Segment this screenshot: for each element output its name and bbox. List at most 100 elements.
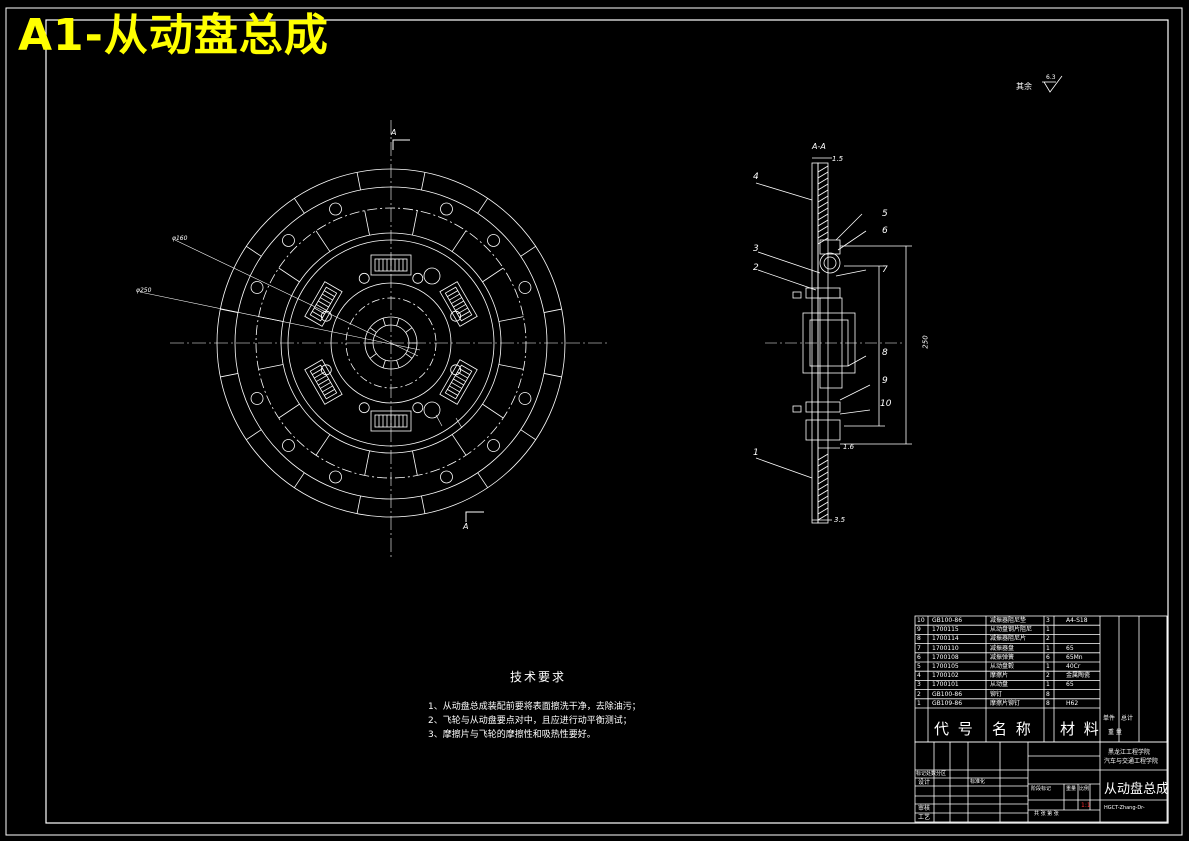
- section-label: A-A: [812, 142, 826, 151]
- bom-cell-no: 3: [917, 681, 921, 689]
- dim-bottom: 3.5: [834, 516, 846, 524]
- bom-cell-qty: 1: [1046, 626, 1050, 634]
- bom-cell-mat: 65: [1066, 681, 1074, 689]
- dim-top: 1.5: [832, 155, 844, 163]
- tb-design: 设计: [918, 779, 931, 786]
- bom-cell-qty: 1: [1046, 663, 1050, 670]
- tb-scale: 1:1: [1081, 802, 1091, 809]
- tb-drawing-no: HGCT-Zhang-Dr-: [1104, 805, 1145, 811]
- bom-cell-qty: 8: [1046, 699, 1050, 707]
- title-block: [914, 741, 1168, 823]
- bom-cell-mat: 65: [1066, 644, 1074, 652]
- bom-cell-mat: A4-S18: [1066, 617, 1088, 624]
- bom-cell-mat: H62: [1066, 699, 1079, 707]
- bom-cell-code: GB100-86: [932, 690, 963, 698]
- friction-slots: [220, 172, 562, 514]
- bom-cell-qty: 2: [1046, 635, 1050, 643]
- tech-note-3: 3、摩擦片与飞轮的摩擦性和吸热性要好。: [428, 730, 596, 740]
- bom-total: 总计: [1121, 715, 1134, 722]
- bom-header-code: 代 号: [934, 720, 975, 738]
- tech-note-2: 2、飞轮与从动盘要点对中，且应进行动平衡测试；: [428, 716, 632, 726]
- bom-cell-code: 1700110: [932, 644, 959, 652]
- bom-cell-name: 减振器盘: [990, 644, 1015, 652]
- bom-cell-name: 摩擦片: [990, 672, 1009, 680]
- bom-cell-mat: 40Cr: [1066, 663, 1081, 670]
- outer-border: [5, 7, 1183, 836]
- balloon-4: 4: [753, 172, 759, 182]
- dim-mid: 1.6: [843, 443, 855, 451]
- balloon-3: 3: [753, 244, 759, 254]
- dim-dia: 250: [921, 335, 930, 349]
- bom-cell-name: 减振弹簧: [990, 653, 1015, 661]
- bom-cell-no: 5: [917, 663, 921, 670]
- roughness-symbol: [1042, 75, 1063, 93]
- balloon-7: 7: [882, 265, 888, 275]
- bom-cell-name: 摩擦片铆钉: [990, 699, 1021, 707]
- bom-cell-code: 1700102: [932, 672, 959, 680]
- tb-scale-label: 比例: [1079, 786, 1090, 792]
- bom-cell-name: 铆钉: [990, 690, 1003, 698]
- cut-label-bottom: A: [463, 522, 469, 531]
- bom-header-mat: 材 料: [1060, 720, 1101, 738]
- bom-cell-no: 1: [917, 699, 921, 707]
- bom-header-name: 名 称: [992, 720, 1033, 738]
- drawing-title: A1-从动盘总成: [18, 10, 329, 61]
- bom-unit: 单件: [1103, 715, 1116, 722]
- tb-review: 审核: [918, 805, 931, 812]
- bom-cell-code: 1700115: [932, 626, 959, 634]
- front-view: [139, 120, 608, 560]
- bom-cell-no: 8: [917, 635, 921, 643]
- school-line1: 黑龙江工程学院: [1108, 749, 1151, 756]
- bom-cell-qty: 8: [1046, 690, 1050, 698]
- tb-process: 工艺: [918, 814, 931, 821]
- balloon-9: 9: [882, 376, 888, 386]
- inner-border: [45, 19, 1169, 824]
- bom-cell-code: GB109-86: [932, 699, 963, 707]
- bom-cell-code: 1700101: [932, 681, 959, 689]
- front-label-a: φ160: [172, 235, 188, 242]
- school-line2: 汽车与交通工程学院: [1104, 758, 1159, 765]
- bom-cell-code: 1700114: [932, 635, 959, 643]
- balloon-8: 8: [882, 348, 888, 358]
- balloon-5: 5: [882, 209, 888, 219]
- bom-cell-qty: 6: [1046, 653, 1050, 661]
- bom-cell-code: 1700108: [932, 653, 959, 661]
- section-view: [755, 157, 912, 524]
- bom-cell-qty: 3: [1046, 617, 1050, 624]
- tb-weight: 重量: [1066, 786, 1077, 792]
- roughness-label: 其余: [1016, 82, 1032, 91]
- bom-cell-no: 9: [917, 626, 921, 634]
- tb-std: 标准化: [970, 779, 986, 785]
- bom-cell-code: 1700105: [932, 663, 959, 670]
- tech-note-1: 1、从动盘总成装配前要将表面擦洗干净，去除油污；: [428, 702, 641, 712]
- bom-weight: 重 量: [1108, 729, 1122, 736]
- bom-cell-code: GB100-86: [932, 617, 963, 624]
- bom-cell-name: 减振器阻尼片: [990, 635, 1027, 643]
- tb-sheet: 共 张 第 张: [1034, 811, 1059, 817]
- bom-cell-name: 从动盘钢片阻尼: [990, 626, 1033, 634]
- cut-label-top: A: [391, 128, 397, 137]
- roughness-value: 6.3: [1046, 74, 1056, 81]
- bom-cell-no: 7: [917, 644, 921, 652]
- bom-cell-mat: 金属陶瓷: [1066, 672, 1091, 680]
- bom-cell-name: 从动盘: [990, 681, 1009, 689]
- balloon-1: 1: [753, 448, 759, 458]
- bom-cell-mat: 65Mn: [1066, 653, 1083, 661]
- tb-change: 标记处数分区: [916, 771, 947, 777]
- title-block-name: 从动盘总成: [1104, 782, 1170, 797]
- hub-spline: [365, 318, 417, 368]
- bom-cell-qty: 2: [1046, 672, 1050, 680]
- balloon-10: 10: [880, 399, 892, 409]
- damper-springs: [304, 254, 478, 432]
- tb-stage: 阶段标记: [1031, 786, 1052, 792]
- bom-cell-name: 减振器阻尼垫: [990, 617, 1027, 624]
- tech-notes-title: 技术要求: [510, 670, 567, 684]
- bom-cell-no: 2: [917, 690, 921, 698]
- front-label-b: φ250: [136, 287, 152, 294]
- bom-cell-qty: 1: [1046, 644, 1050, 652]
- balloon-6: 6: [882, 226, 888, 236]
- bom-cell-no: 10: [917, 617, 925, 624]
- balloon-2: 2: [753, 263, 759, 273]
- bom-cell-no: 4: [917, 672, 921, 680]
